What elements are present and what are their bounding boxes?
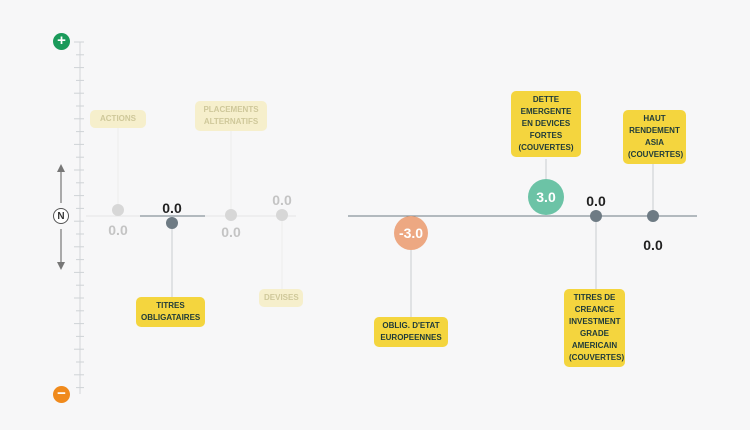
value-dot: [225, 209, 237, 221]
value-label: 0.0: [586, 193, 606, 209]
category-label: PLACEMENTS ALTERNATIFS: [195, 101, 267, 131]
category-label: DEVISES: [259, 289, 303, 307]
category-label: OBLIG. D'ETAT EUROPEENNES: [374, 317, 448, 347]
value-dot: [112, 204, 124, 216]
bubble-value: -3.0: [398, 225, 424, 241]
plus-icon: +: [53, 33, 70, 50]
category-label: TITRES DE CREANCE INVESTMENT GRADE AMERI…: [564, 289, 625, 367]
value-label: 0.0: [162, 200, 182, 216]
category-label: ACTIONS: [90, 110, 146, 128]
value-dot: [590, 210, 602, 222]
minus-icon: −: [53, 386, 70, 403]
neutral-badge: N: [53, 208, 69, 224]
bubble-value: 3.0: [536, 189, 556, 205]
value-dot: [394, 216, 428, 250]
value-dot: [166, 217, 178, 229]
value-label: 0.0: [221, 224, 241, 240]
category-label: TITRES OBLIGATAIRES: [136, 297, 205, 327]
down-arrowhead-icon: [57, 262, 65, 270]
value-label: 0.0: [643, 237, 663, 253]
value-label: 0.0: [272, 192, 292, 208]
value-dot: [528, 179, 564, 215]
category-label: DETTE EMERGENTE EN DEVICES FORTES (COUVE…: [511, 91, 581, 157]
value-label: 0.0: [108, 222, 128, 238]
value-dot: [276, 209, 288, 221]
category-label: HAUT RENDEMENT ASIA (COUVERTES): [623, 110, 686, 164]
value-dot: [647, 210, 659, 222]
up-arrowhead-icon: [57, 164, 65, 172]
